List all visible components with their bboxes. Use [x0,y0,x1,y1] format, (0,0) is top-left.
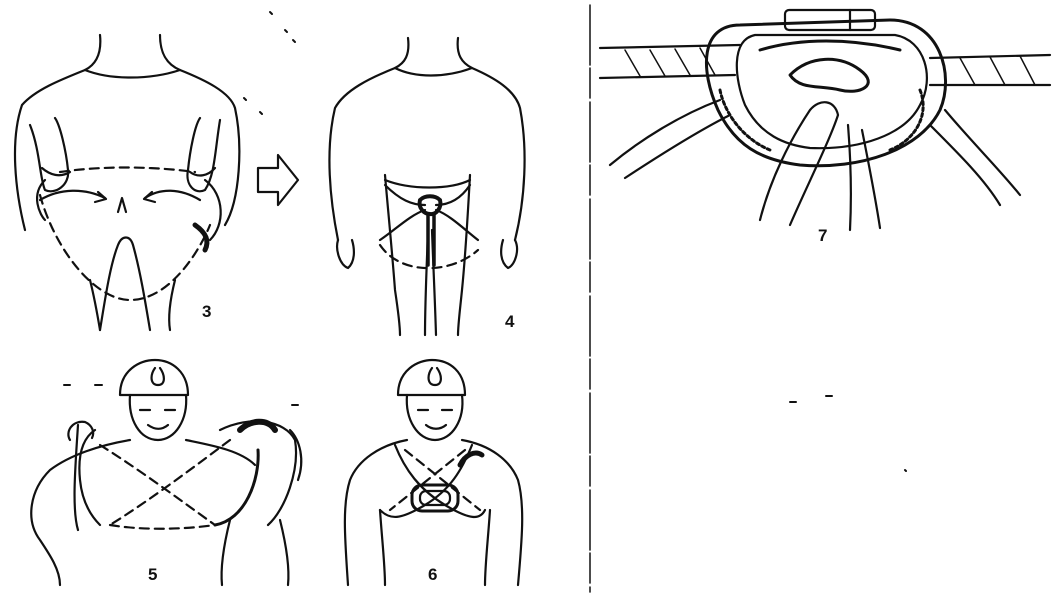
figure-6-label: 6 [428,565,437,585]
figure-5-label: 5 [148,565,157,585]
figure-7-carabiner-knot [600,10,1050,230]
figure-3-label: 3 [202,302,211,322]
arrow-right-icon [258,155,298,205]
figure-4-label: 4 [505,312,514,332]
figure-5-chest-loop [31,360,301,585]
figure-6-chest-harness [345,360,522,585]
figure-4-tied-waist [329,38,524,335]
figure-3-waist-loop [15,35,239,330]
figure-7-label: 7 [818,226,827,246]
scan-speckles [64,12,906,471]
